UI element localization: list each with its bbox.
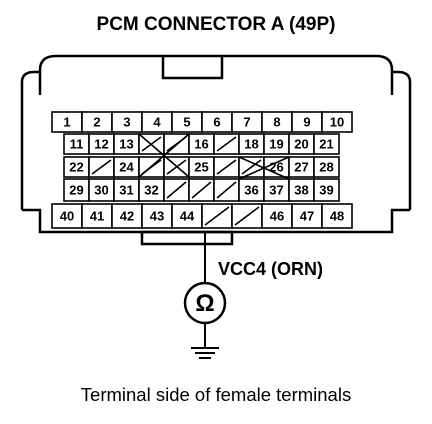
terminal-label: 10 bbox=[330, 115, 344, 130]
terminal-40: 40 bbox=[51, 203, 83, 229]
terminal-label: 43 bbox=[150, 209, 164, 224]
terminal-label: 25 bbox=[194, 160, 208, 175]
terminal-39: 39 bbox=[313, 178, 340, 202]
terminal-label: 41 bbox=[90, 209, 104, 224]
terminal-label: 22 bbox=[69, 160, 83, 175]
terminal-20: 20 bbox=[288, 133, 315, 155]
diagram-caption: Terminal side of female terminals bbox=[80, 384, 352, 405]
terminal-37: 37 bbox=[263, 178, 290, 202]
terminal-12: 12 bbox=[88, 133, 115, 155]
terminal-blank bbox=[213, 133, 240, 155]
terminal-label: 19 bbox=[269, 137, 283, 152]
terminal-label: 1 bbox=[63, 115, 70, 130]
terminal-29: 29 bbox=[63, 178, 90, 202]
terminal-blank bbox=[163, 178, 190, 202]
terminal-19: 19 bbox=[263, 133, 290, 155]
terminal-label: 7 bbox=[243, 115, 250, 130]
terminal-label: 47 bbox=[300, 209, 314, 224]
terminal-31: 31 bbox=[113, 178, 140, 202]
terminal-blank bbox=[201, 203, 233, 229]
terminal-label: 29 bbox=[69, 183, 83, 198]
terminal-label: 9 bbox=[303, 115, 310, 130]
terminal-label: 8 bbox=[273, 115, 280, 130]
terminal-label: 36 bbox=[244, 183, 258, 198]
terminal-36: 36 bbox=[238, 178, 265, 202]
terminal-47: 47 bbox=[291, 203, 323, 229]
terminal-label: 46 bbox=[270, 209, 284, 224]
diagram-title: PCM CONNECTOR A (49P) bbox=[96, 14, 336, 35]
terminal-label: 28 bbox=[319, 160, 333, 175]
terminal-32: 32 bbox=[138, 178, 165, 202]
terminal-16: 16 bbox=[188, 133, 215, 155]
terminal-8: 8 bbox=[261, 111, 293, 133]
terminal-label: 27 bbox=[294, 160, 308, 175]
terminal-27: 27 bbox=[288, 156, 315, 178]
terminal-44: 44 bbox=[171, 203, 203, 229]
terminal-4: 4 bbox=[141, 111, 173, 133]
terminal-label: 6 bbox=[213, 115, 220, 130]
terminal-42: 42 bbox=[111, 203, 143, 229]
terminal-43: 43 bbox=[141, 203, 173, 229]
terminal-label: 48 bbox=[330, 209, 344, 224]
probe-label: VCC4 (ORN) bbox=[218, 259, 323, 279]
terminal-label: 31 bbox=[119, 183, 133, 198]
terminal-label: 40 bbox=[60, 209, 74, 224]
terminal-blank bbox=[88, 156, 115, 178]
terminal-41: 41 bbox=[81, 203, 113, 229]
terminal-7: 7 bbox=[231, 111, 263, 133]
terminal-label: 11 bbox=[70, 137, 84, 152]
connector-housing bbox=[20, 54, 412, 246]
terminal-blank bbox=[213, 178, 240, 202]
terminal-24: 24 bbox=[113, 156, 140, 178]
terminal-label: 39 bbox=[319, 183, 333, 198]
terminal-30: 30 bbox=[88, 178, 115, 202]
terminal-label: 38 bbox=[294, 183, 308, 198]
terminal-11: 11 bbox=[63, 133, 90, 155]
terminal-label: 30 bbox=[94, 183, 108, 198]
terminal-label: 13 bbox=[119, 137, 133, 152]
terminal-25: 25 bbox=[188, 156, 215, 178]
terminal-label: 42 bbox=[120, 209, 134, 224]
terminal-label: 4 bbox=[153, 115, 161, 130]
terminal-5: 5 bbox=[171, 111, 203, 133]
terminal-label: 32 bbox=[144, 183, 158, 198]
terminal-label: 37 bbox=[269, 183, 283, 198]
terminal-22: 22 bbox=[63, 156, 90, 178]
ohm-icon: Ω bbox=[195, 290, 214, 317]
terminal-38: 38 bbox=[288, 178, 315, 202]
terminal-2: 2 bbox=[81, 111, 113, 133]
terminal-label: 12 bbox=[94, 137, 108, 152]
terminal-1: 1 bbox=[51, 111, 83, 133]
terminal-label: 24 bbox=[119, 160, 134, 175]
terminal-10: 10 bbox=[321, 111, 353, 133]
terminal-blank bbox=[213, 156, 240, 178]
terminal-18: 18 bbox=[238, 133, 265, 155]
terminal-label: 2 bbox=[93, 115, 100, 130]
terminal-3: 3 bbox=[111, 111, 143, 133]
terminal-label: 3 bbox=[123, 115, 130, 130]
terminal-label: 44 bbox=[180, 209, 195, 224]
terminal-48: 48 bbox=[321, 203, 353, 229]
terminal-6: 6 bbox=[201, 111, 233, 133]
blocked-mark bbox=[238, 156, 290, 180]
terminal-label: 5 bbox=[183, 115, 190, 130]
terminal-blank bbox=[188, 178, 215, 202]
terminal-label: 20 bbox=[294, 137, 308, 152]
terminal-label: 18 bbox=[244, 137, 258, 152]
terminal-21: 21 bbox=[313, 133, 340, 155]
terminal-46: 46 bbox=[261, 203, 293, 229]
blocked-mark bbox=[138, 133, 190, 178]
terminal-28: 28 bbox=[313, 156, 340, 178]
terminal-label: 21 bbox=[319, 137, 333, 152]
terminal-9: 9 bbox=[291, 111, 323, 133]
terminal-13: 13 bbox=[113, 133, 140, 155]
terminal-blank bbox=[231, 203, 263, 229]
meter-circuit bbox=[183, 232, 227, 359]
terminal-label: 16 bbox=[194, 137, 208, 152]
